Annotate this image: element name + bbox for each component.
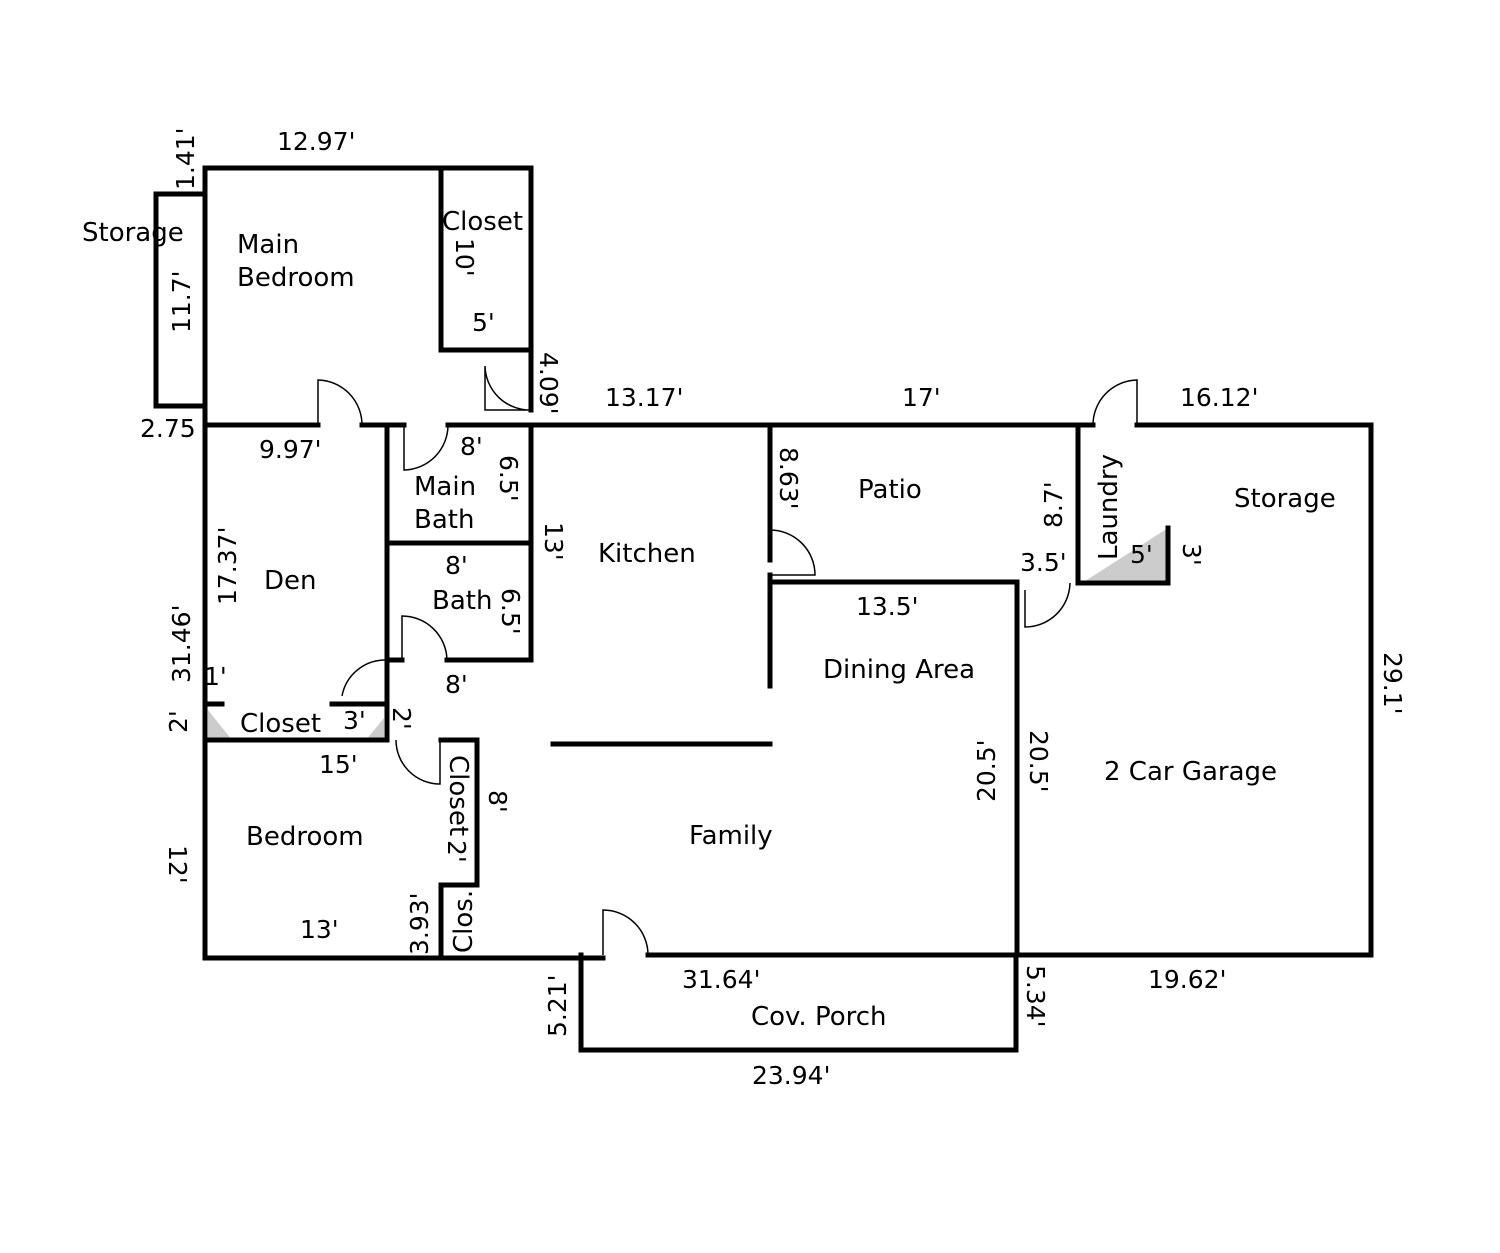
dim-5-21: 5.21': [543, 974, 572, 1037]
dim-6-5-bath: 6.5': [496, 588, 525, 635]
dim-1-41: 1.41': [171, 127, 200, 190]
wall-bath-east: [444, 422, 534, 663]
doors: [317, 365, 1138, 956]
dim-3-closet: 3': [343, 706, 366, 735]
wall-bedroom-closet: [438, 737, 480, 888]
dim-9-97: 9.97': [259, 435, 322, 464]
door-main-bath: [403, 424, 449, 471]
label-den-closet: Closet: [240, 709, 321, 739]
dim-6-5-mainbath: 6.5': [494, 455, 523, 502]
door-garage: [1024, 582, 1071, 628]
dim-5-closet: 5': [472, 308, 495, 337]
door-laundry: [1092, 379, 1138, 426]
label-kitchen: Kitchen: [598, 539, 696, 569]
label-storage-left: Storage: [82, 218, 184, 248]
dim-12: 12': [163, 845, 192, 884]
label-clos: Clos.: [449, 890, 479, 953]
dim-11-7: 11.7': [167, 270, 196, 333]
den-closet-shading-right: [366, 718, 384, 740]
label-porch: Cov. Porch: [751, 1002, 887, 1032]
label-dining-area: Dining Area: [823, 655, 975, 685]
label-garage: 2 Car Garage: [1104, 757, 1277, 787]
dim-16-12: 16.12': [1180, 383, 1258, 412]
dim-3-93: 3.93': [405, 892, 434, 955]
den-closet-shading-left: [208, 710, 232, 740]
door-patio: [769, 529, 816, 576]
label-den: Den: [264, 566, 317, 596]
door-master-closet: [484, 365, 532, 411]
dim-31-46: 31.46': [167, 605, 196, 683]
label-patio: Patio: [858, 475, 922, 505]
dim-15: 15': [319, 750, 358, 779]
dim-1: 1': [204, 662, 227, 691]
label-bedroom: Bedroom: [246, 822, 364, 852]
label-main-bedroom-line1: Main: [237, 230, 299, 260]
dim-5-laundry: 5': [1130, 540, 1153, 569]
wall-laundry: [1075, 422, 1171, 586]
dim-8-7: 8.7': [1039, 481, 1068, 528]
dim-8-bath-top: 8': [445, 551, 468, 580]
dim-13: 13': [539, 522, 568, 561]
label-main-bath-line2: Bath: [414, 505, 474, 535]
dim-8-mainbath: 8': [460, 432, 483, 461]
dim-19-62: 19.62': [1148, 965, 1226, 994]
door-bedroom: [395, 739, 441, 785]
label-master-closet: Closet: [442, 207, 523, 237]
dim-13-5: 13.5': [856, 592, 919, 621]
dim-13-17: 13.17': [605, 383, 683, 412]
door-main-bedroom: [317, 379, 363, 426]
dim-13-bedroom: 13': [300, 915, 339, 944]
dim-20-5-b: 20.5': [1024, 730, 1053, 793]
dim-5-34: 5.34': [1021, 965, 1050, 1028]
walls: [153, 165, 1374, 1053]
dim-4-09: 4.09': [534, 352, 563, 415]
wall-porch: [578, 952, 1019, 1053]
dim-8-bath-bottom: 8': [445, 670, 468, 699]
dim-2-bedroom-closet: 2': [442, 840, 471, 863]
dim-12-97: 12.97': [277, 127, 355, 156]
dim-2-left: 2': [164, 710, 193, 733]
laundry-shading: [1082, 528, 1168, 583]
dim-3-laundry: 3': [1177, 543, 1206, 566]
door-bath: [401, 615, 448, 661]
dim-8-63: 8.63': [774, 447, 803, 510]
dim-20-5-a: 20.5': [972, 739, 1001, 802]
dim-10: 10': [450, 238, 479, 277]
dim-2-75: 2.75: [140, 414, 196, 443]
dim-29-1: 29.1': [1378, 652, 1407, 715]
door-den: [341, 659, 387, 697]
wall-storage-left: [153, 191, 207, 409]
wall-main-bedroom: [202, 165, 534, 413]
dim-3-5: 3.5': [1020, 548, 1067, 577]
dim-17: 17': [902, 383, 941, 412]
dim-2-closet: 2': [387, 707, 416, 730]
room-labels: Storage Main Bedroom Closet Main Bath Ba…: [82, 207, 1336, 1032]
wall-master-closet: [438, 165, 534, 353]
label-main-bedroom-line2: Bedroom: [237, 263, 355, 293]
label-bath: Bath: [432, 586, 492, 616]
dimension-labels: 1.41' 12.97' 11.7' 10' 5' 4.09' 13.17' 1…: [140, 127, 1407, 1090]
label-family: Family: [689, 821, 773, 851]
dim-23-94: 23.94': [752, 1061, 830, 1090]
dim-17-37: 17.37': [213, 527, 242, 605]
dim-8-closet: 8': [483, 790, 512, 813]
label-bedroom-closet: Closet: [443, 755, 473, 836]
label-laundry: Laundry: [1094, 454, 1124, 560]
dim-31-64: 31.64': [682, 965, 760, 994]
door-front: [602, 909, 649, 956]
label-main-bath-line1: Main: [414, 472, 476, 502]
label-storage-right: Storage: [1234, 484, 1336, 514]
